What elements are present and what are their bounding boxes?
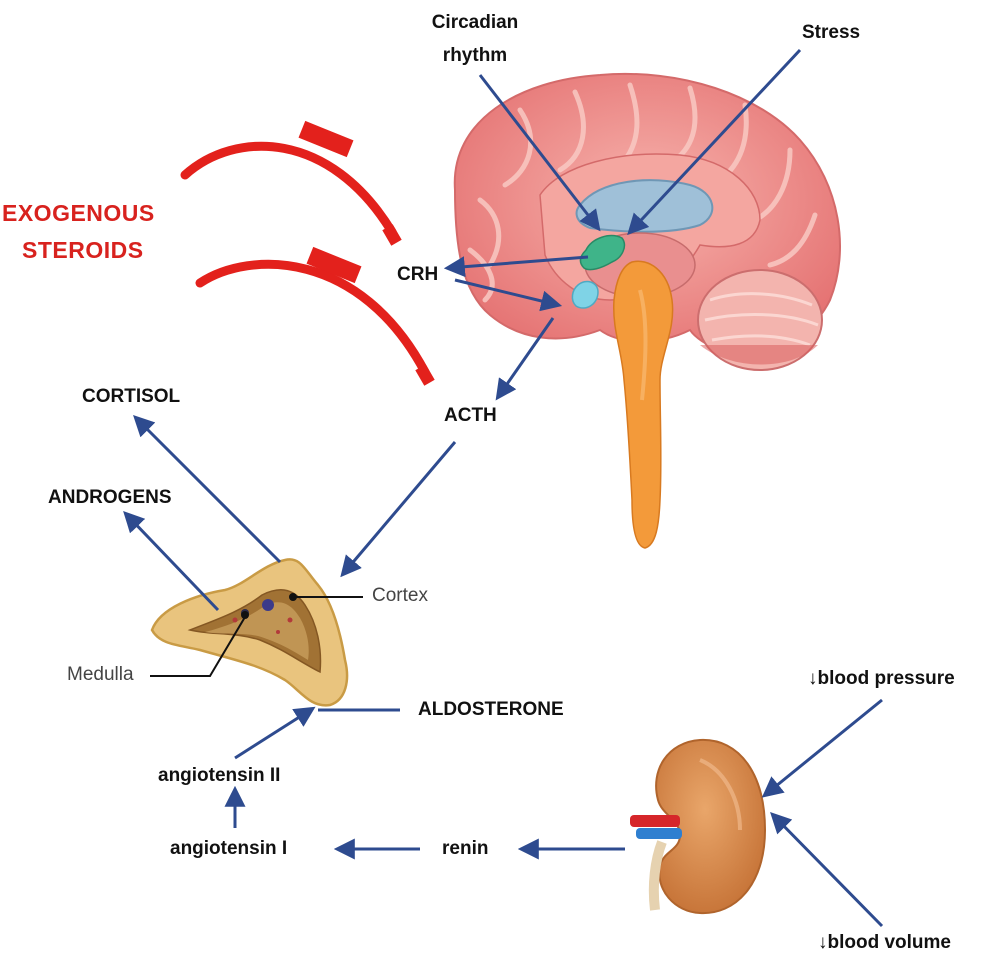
aldosterone-label: ALDOSTERONE <box>418 699 564 720</box>
steroids-label: STEROIDS <box>22 237 144 263</box>
renin-label: renin <box>442 838 489 859</box>
angiotensin-ii-label: angiotensin II <box>158 765 281 786</box>
brain-illustration <box>453 72 841 549</box>
pathway-arrows <box>123 48 884 928</box>
stress-label: Stress <box>802 22 861 43</box>
acth-label: ACTH <box>444 405 497 426</box>
circadian-rhythm-label: Circadian rhythm <box>431 12 519 67</box>
pointer-lines <box>150 593 363 677</box>
adrenal-gland-illustration <box>150 558 349 707</box>
blood-volume-label: ↓blood volume <box>818 932 951 953</box>
angiotensin-i-label: angiotensin I <box>170 838 288 859</box>
kidney-illustration <box>630 738 767 915</box>
androgens-label: ANDROGENS <box>48 487 172 508</box>
cortisol-label: CORTISOL <box>82 386 181 407</box>
cerebellum <box>697 269 823 371</box>
hypothalamus <box>579 234 626 271</box>
spinal-cord <box>612 260 674 549</box>
exogenous-label: EXOGENOUS <box>2 200 155 226</box>
blood-pressure-label: ↓blood pressure <box>808 668 955 689</box>
cortex-label: Cortex <box>372 585 428 606</box>
crh-label: CRH <box>397 264 439 285</box>
pituitary <box>571 280 599 309</box>
medulla-label: Medulla <box>67 664 134 685</box>
inhibition-arrows <box>180 120 435 386</box>
